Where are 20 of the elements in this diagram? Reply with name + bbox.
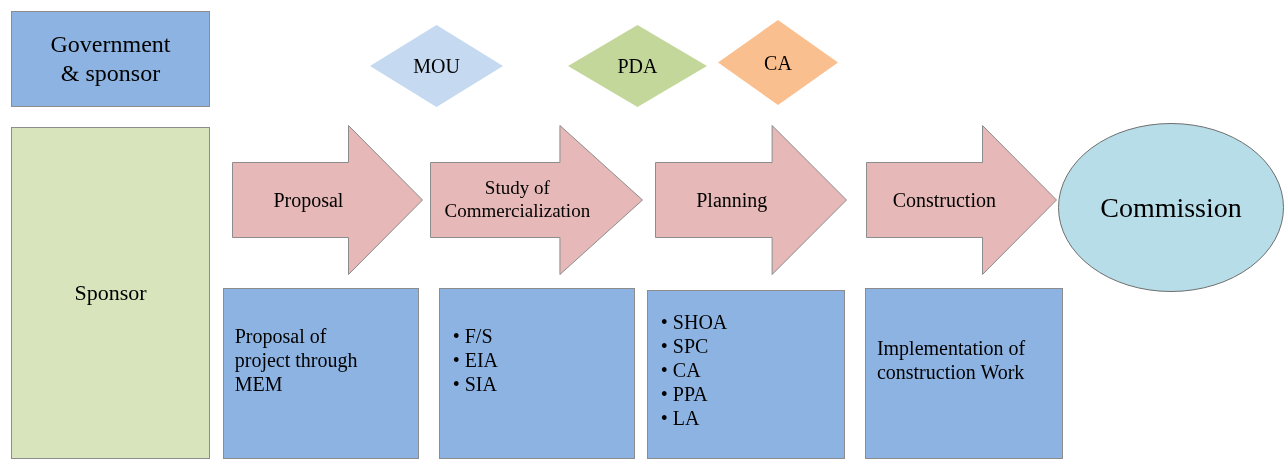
bullet-item: • PPA [660, 382, 708, 407]
bullet-item: • F/S [452, 323, 493, 348]
node-label: Implementation of construction Work [876, 335, 1027, 384]
node-label: MOU [413, 54, 460, 78]
node-label: PDA [617, 54, 658, 78]
bullet-item: • SHOA [660, 310, 728, 335]
node-label: Construction [892, 188, 996, 212]
node-label: Study of Commercialization [443, 177, 592, 223]
node-label: Proposal [273, 188, 344, 212]
node-label: Planning [696, 188, 768, 212]
node-label: Government & sponsor [50, 30, 171, 88]
node-label: Commission [1100, 190, 1242, 225]
bullet-item: • SIA [452, 371, 497, 396]
bullet-item: • CA [660, 358, 701, 383]
node-label: Proposal of project through MEM [234, 323, 359, 396]
node-label: Sponsor [74, 279, 147, 307]
bullet-item: • LA [660, 406, 700, 431]
bullet-item: • SPC [660, 334, 709, 359]
bullet-item: • EIA [452, 347, 499, 372]
node-label: CA [764, 50, 792, 75]
